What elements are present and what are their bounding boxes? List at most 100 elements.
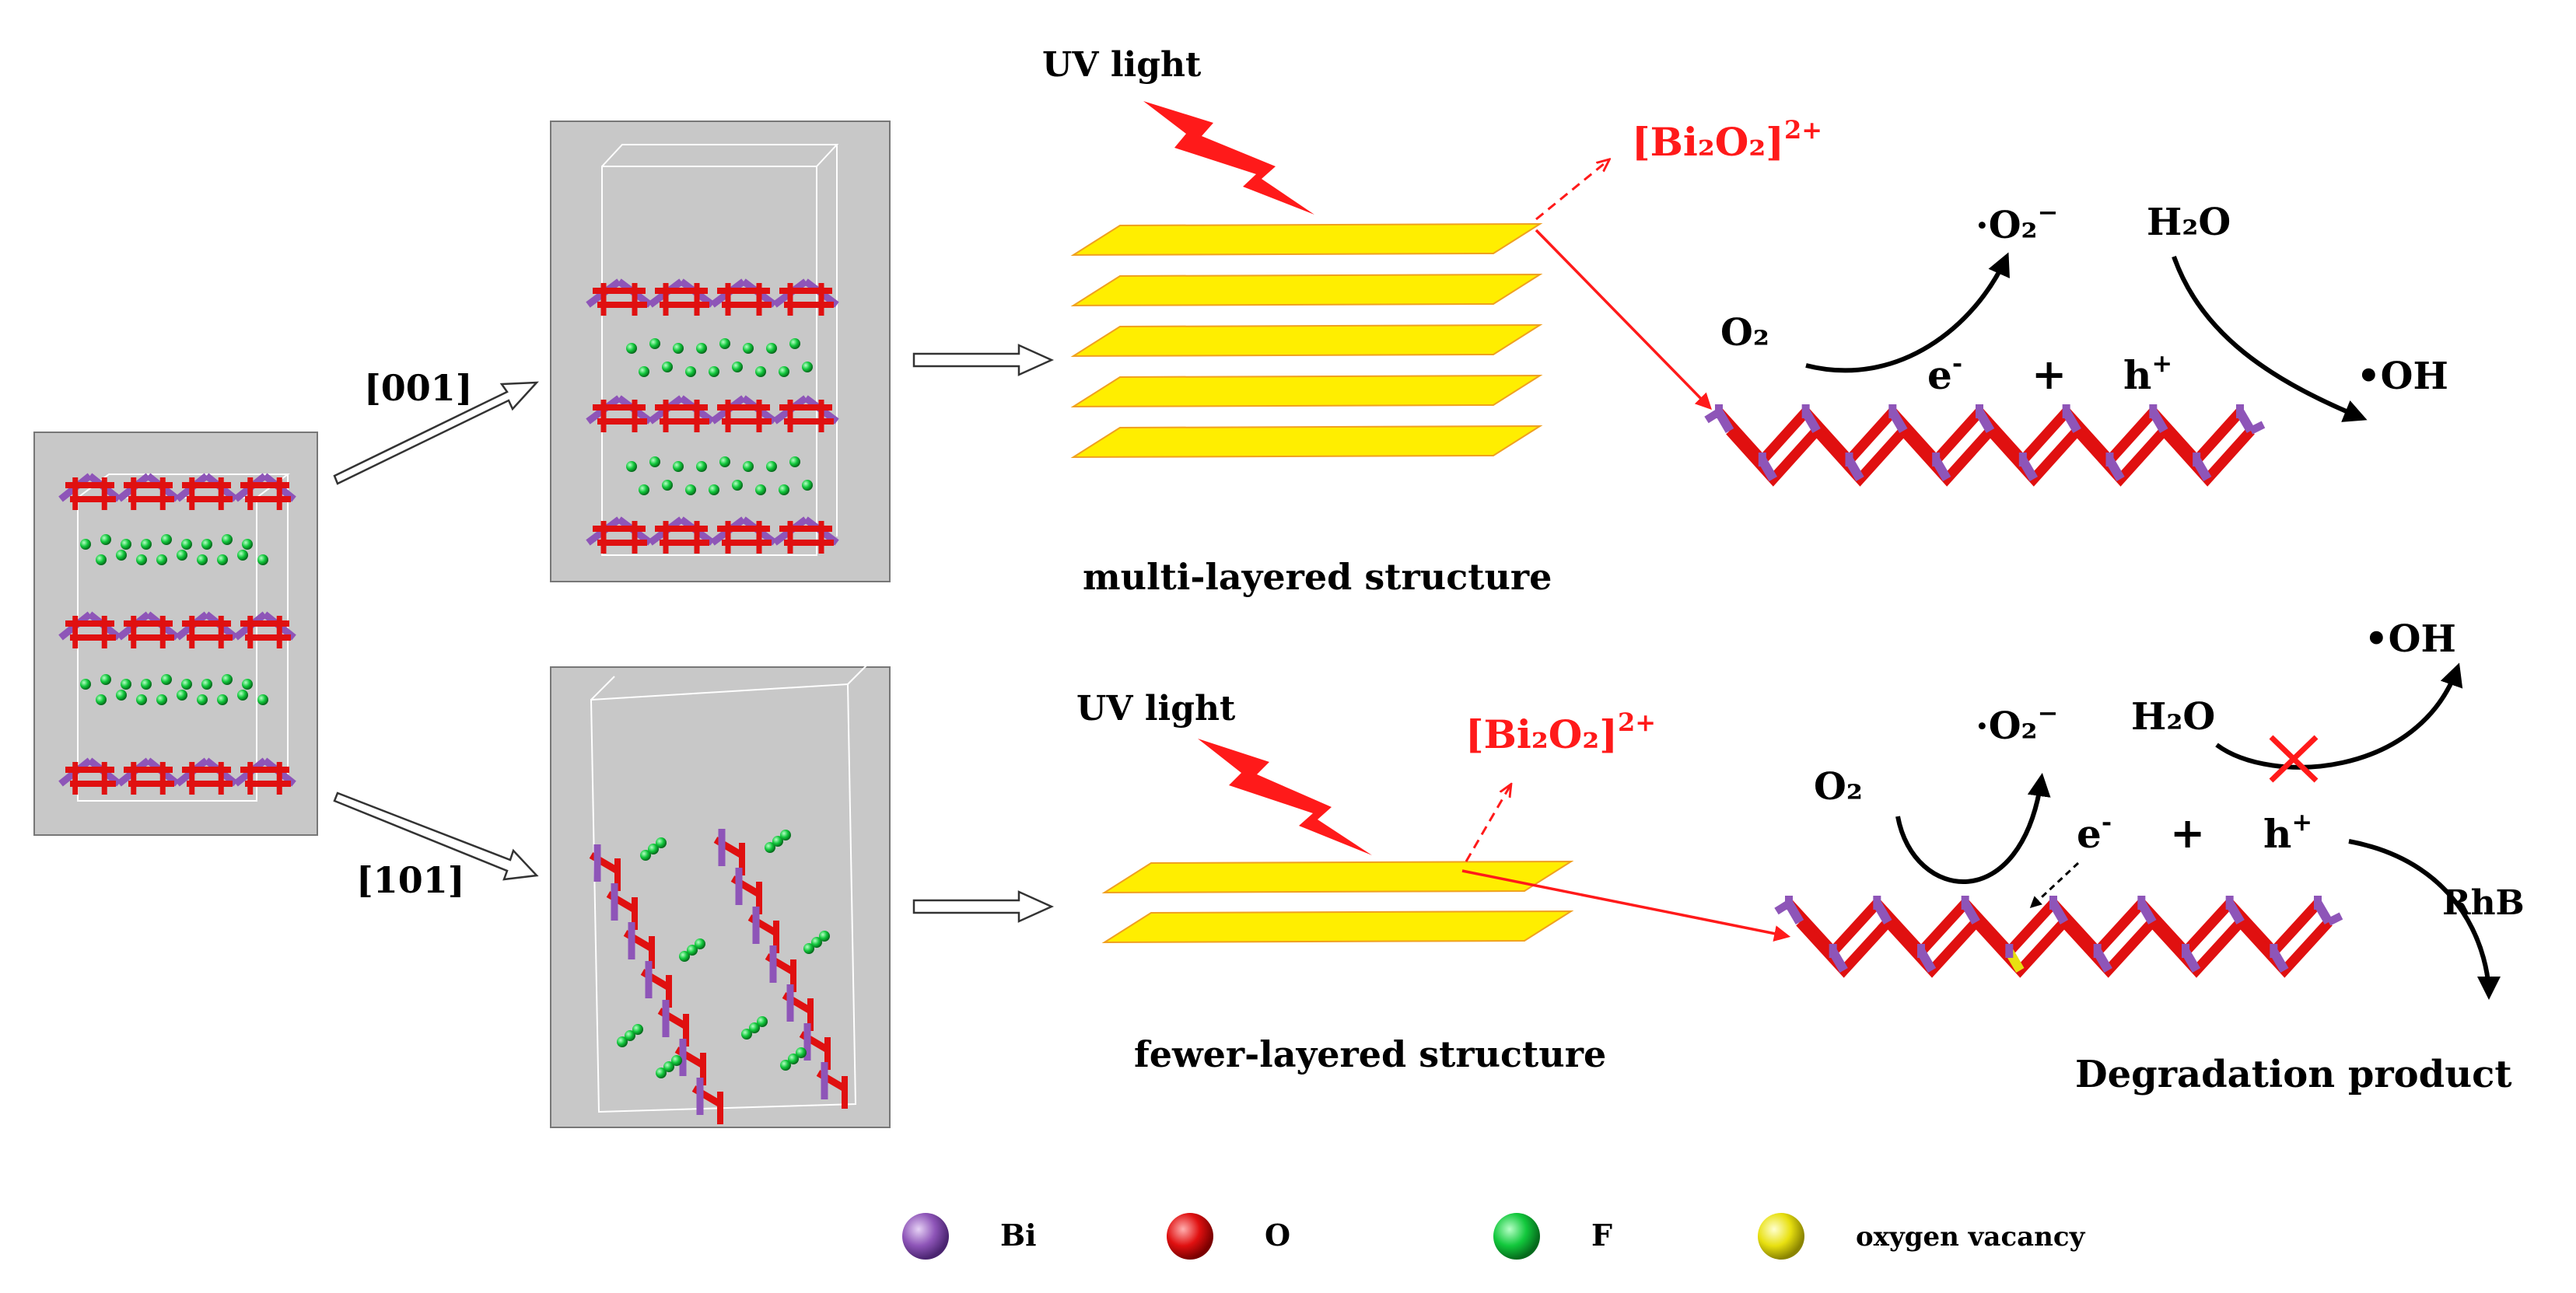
f-atom: [197, 554, 208, 565]
f-atom: [709, 366, 719, 377]
f-atom: [741, 1029, 752, 1040]
uv-light-label-bottom: UV light: [1076, 689, 1236, 729]
f-atom: [242, 539, 253, 550]
f-atom: [177, 550, 187, 561]
f-atom: [696, 343, 707, 354]
f-atom: [257, 694, 268, 705]
uv-light-label-top: UV light: [1042, 45, 1202, 85]
f-atom: [136, 554, 147, 565]
f-atom: [242, 679, 253, 690]
multi-layer-stack: [1070, 222, 1543, 459]
f-atom: [217, 554, 228, 565]
rhb-label: RhB: [2442, 883, 2525, 923]
ion-release-arrow-top: [1535, 160, 1608, 221]
legend-swatch-f: [1493, 1213, 1540, 1260]
hole-label-top: h+: [2123, 348, 2172, 398]
water-oxidation-arrow-bottom: [2215, 662, 2463, 770]
electron-label-top: e-: [1927, 348, 1962, 398]
f-atom: [156, 554, 167, 565]
ion-formula: [Bi₂O₂]: [1632, 119, 1784, 165]
water-label-top: H₂O: [2147, 201, 2231, 244]
blocked-cross-icon: [2269, 735, 2319, 783]
f-atom: [673, 343, 684, 354]
direction-label-101: [101]: [356, 859, 465, 901]
f-atom: [766, 461, 777, 472]
f-atom: [743, 343, 754, 354]
f-atom: [181, 679, 192, 690]
f-atom: [649, 456, 660, 467]
bi-site: [2326, 912, 2343, 926]
arrow-to-multilayer: [912, 344, 1055, 376]
o-bond-zigzag: [1726, 423, 2255, 487]
f-atom: [640, 850, 651, 861]
panel-background: [550, 121, 891, 582]
f-atom: [96, 694, 107, 705]
f-atom: [656, 837, 667, 848]
layer-sheet: [1101, 860, 1574, 894]
f-atom: [732, 480, 743, 491]
degradation-product-label: Degradation product: [2075, 1053, 2512, 1096]
f-atom: [100, 674, 111, 685]
f-atom: [679, 951, 690, 962]
panel-background: [550, 666, 891, 1128]
f-atom: [749, 1022, 760, 1033]
f-atom: [685, 484, 696, 495]
few-layer-caption: fewer-layered structure: [1134, 1033, 1606, 1075]
f-atom: [639, 366, 649, 377]
released-ion-top: [Bi₂O₂]2+: [1632, 115, 1822, 165]
f-atom: [121, 539, 131, 550]
legend-label: O: [1265, 1218, 1290, 1253]
f-atom: [649, 338, 660, 349]
f-atom: [617, 1036, 628, 1047]
f-atom: [765, 842, 775, 853]
f-atom: [779, 366, 789, 377]
f-atom: [156, 694, 167, 705]
ion-charge: 2+: [1618, 708, 1656, 737]
o2-label-bottom: O₂: [1814, 765, 1863, 809]
f-atom: [788, 1054, 799, 1064]
superoxide-label-bottom: ·O₂−: [1976, 698, 2058, 748]
crystal-101-panel: [550, 660, 891, 1128]
ion-release-arrow-bottom: [1465, 785, 1510, 862]
f-atom: [789, 456, 800, 467]
ion-formula: [Bi₂O₂]: [1465, 711, 1618, 757]
o2-reduction-arrow-top: [1805, 252, 2010, 373]
to-surface-arrow-top: [1535, 229, 1712, 411]
bi-site: [1774, 900, 1791, 915]
rhb-degradation-arrow: [2348, 839, 2501, 1000]
f-atom: [237, 550, 248, 561]
f-atom: [141, 679, 152, 690]
f-atom: [141, 539, 152, 550]
arrow-to-101: [333, 792, 539, 881]
f-atom: [663, 1061, 674, 1072]
f-atom: [100, 534, 111, 545]
f-atom: [780, 1060, 791, 1071]
f-atom: [121, 679, 131, 690]
f-atom: [626, 461, 637, 472]
f-atom: [648, 844, 659, 854]
f-atom: [671, 1055, 682, 1066]
layer-sheet: [1101, 910, 1574, 944]
f-atom: [766, 343, 777, 354]
legend-label: oxygen vacancy: [1856, 1221, 2086, 1253]
o2-reduction-arrow-bottom: [1895, 773, 2051, 885]
f-atom: [685, 366, 696, 377]
f-atom: [80, 539, 91, 550]
electron-label-bottom: e-: [2077, 807, 2112, 857]
f-atom: [161, 674, 172, 685]
f-atom: [719, 456, 730, 467]
f-atom: [802, 362, 813, 372]
f-atom: [197, 694, 208, 705]
f-atom: [757, 1016, 768, 1027]
f-atom: [796, 1047, 807, 1058]
unit-cell-frame: [590, 676, 615, 701]
f-atom: [662, 362, 673, 372]
f-atom: [755, 366, 766, 377]
f-atom: [811, 937, 822, 948]
f-atom: [780, 830, 791, 840]
plus-sign-bottom: +: [2170, 808, 2205, 858]
f-atom: [772, 836, 783, 847]
f-atom: [96, 554, 107, 565]
arrow-to-001: [333, 381, 539, 485]
